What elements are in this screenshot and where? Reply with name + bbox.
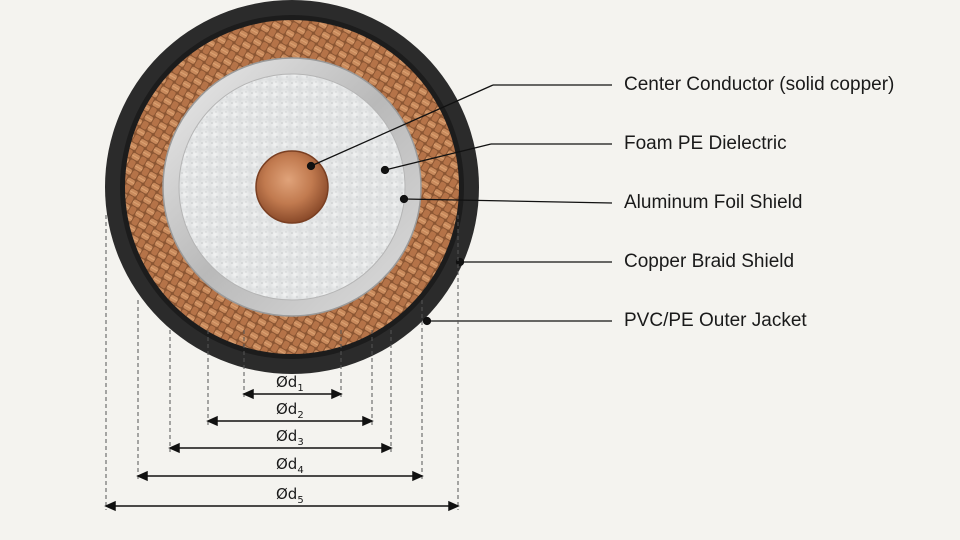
extension-lines [105,215,459,510]
center-conductor [255,150,329,224]
dimension-label-d5: Ød5 [276,485,304,506]
label-foam-pe-dielectric: Foam PE Dielectric [624,133,787,154]
dimension-arrows [104,388,460,512]
label-outer-jacket: PVC/PE Outer Jacket [624,310,807,331]
label-aluminum-foil-shield: Aluminum Foil Shield [624,192,803,213]
dimension-label-d1: Ød1 [276,373,304,394]
label-copper-braid-shield: Copper Braid Shield [624,251,795,272]
dimension-label-d4: Ød4 [276,455,304,476]
dimension-label-d3: Ød3 [276,427,304,448]
dimension-label-d2: Ød2 [276,400,304,421]
label-center-conductor: Center Conductor (solid copper) [624,74,895,95]
